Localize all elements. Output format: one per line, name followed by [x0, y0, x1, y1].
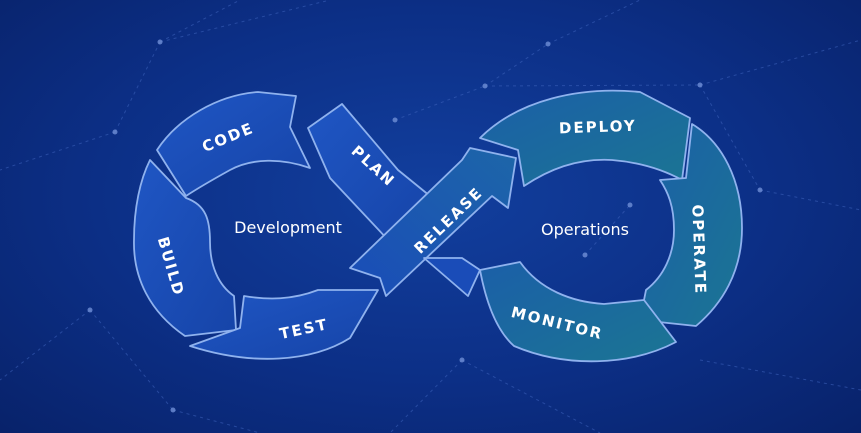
monitor-segment: [479, 261, 677, 363]
test-segment: [189, 289, 379, 360]
build-segment: [133, 159, 237, 337]
operations-hub-label: Operations: [541, 220, 629, 239]
development-hub-label: Development: [234, 218, 342, 237]
crossing-connector: [423, 257, 481, 297]
deploy-label: DEPLOY: [559, 117, 637, 138]
network-nodes: [87, 39, 763, 413]
operate-segment: [639, 123, 743, 327]
release-arrow: [349, 147, 517, 297]
deploy-segment: [479, 89, 691, 187]
operate-label: OPERATE: [688, 204, 709, 295]
code-segment: [156, 91, 311, 197]
